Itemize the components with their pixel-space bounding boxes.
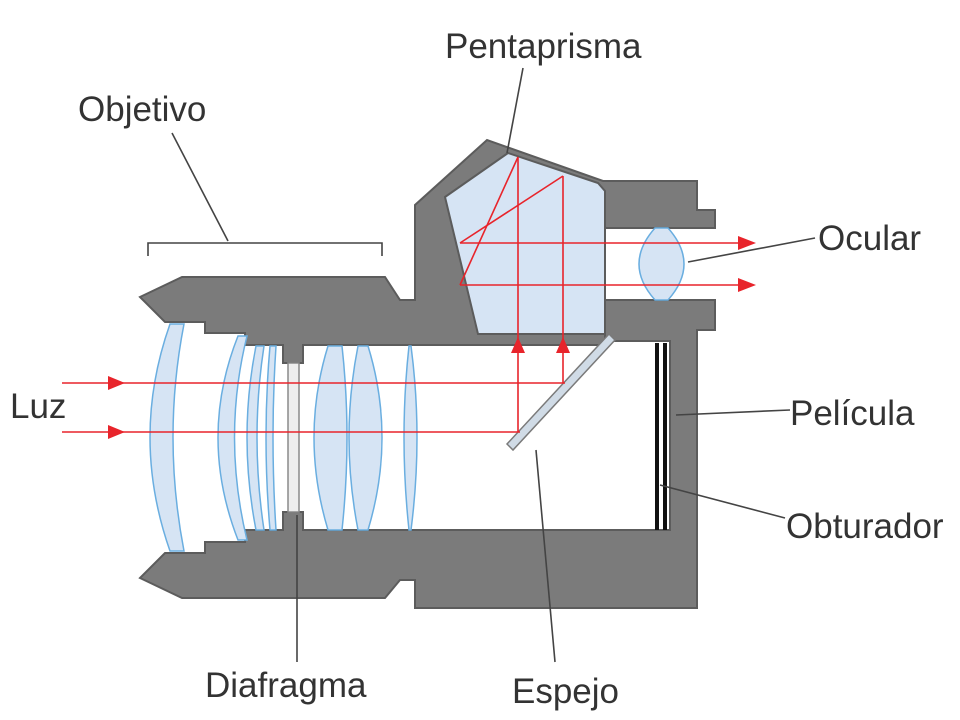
- leader-pentaprisma: [506, 67, 524, 154]
- objective-lens-group: [149, 323, 418, 552]
- label-luz: Luz: [10, 387, 66, 426]
- arrow-up-icon: [511, 337, 525, 353]
- label-obturador: Obturador: [786, 507, 944, 546]
- arrow-right-icon: [738, 278, 756, 292]
- leader-pelicula: [675, 409, 791, 416]
- mirror: [505, 332, 617, 452]
- lens-element: [246, 345, 265, 531]
- label-pelicula: Película: [790, 394, 915, 433]
- ray-prism-diagonal: [459, 156, 519, 286]
- leader-espejo: [535, 449, 556, 663]
- ray-prism-diagonal: [459, 175, 564, 244]
- diaphragm: [287, 362, 300, 513]
- arrow-right-icon: [738, 236, 756, 250]
- lens-element: [265, 345, 277, 531]
- ocular-lens: [638, 227, 685, 301]
- label-diafragma: Diafragma: [205, 666, 367, 705]
- leader-lines: [147, 67, 816, 663]
- lens-element: [217, 335, 248, 541]
- label-ocular: Ocular: [818, 219, 921, 258]
- lens-element: [348, 345, 383, 531]
- label-espejo: Espejo: [512, 672, 619, 711]
- arrow-right-icon: [108, 376, 125, 390]
- leader-objetivo: [171, 132, 229, 242]
- arrow-right-icon: [108, 425, 125, 439]
- lens-element: [313, 345, 348, 531]
- objetivo-bracket: [147, 242, 383, 256]
- film: [663, 343, 667, 530]
- light-rays: [62, 156, 756, 439]
- lens-element: [403, 345, 418, 531]
- label-pentaprisma: Pentaprisma: [445, 27, 642, 66]
- lens-element: [149, 323, 185, 552]
- label-objetivo: Objetivo: [78, 90, 206, 129]
- leader-ocular: [687, 237, 816, 263]
- leader-obturador: [659, 484, 786, 519]
- arrow-up-icon: [556, 337, 570, 353]
- shutter: [655, 343, 659, 530]
